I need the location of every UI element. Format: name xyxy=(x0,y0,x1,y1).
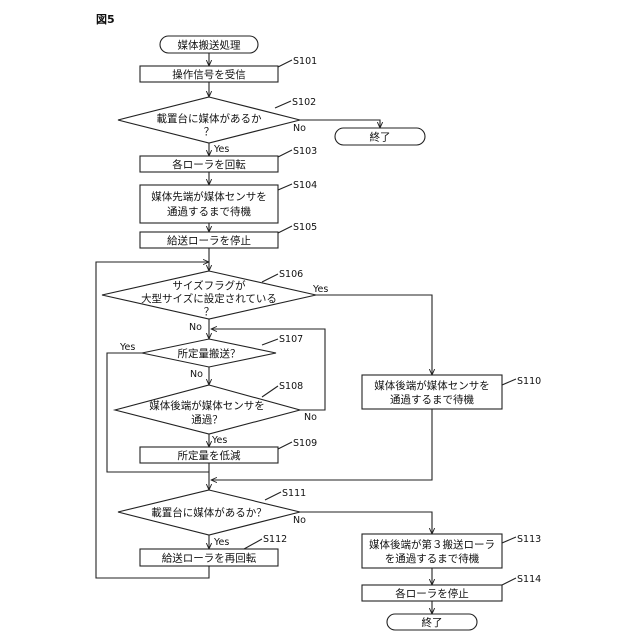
process-s101: 操作信号を受信 S101 xyxy=(140,56,317,82)
s107-no-label: No xyxy=(190,369,203,380)
start-label: 媒体搬送処理 xyxy=(178,39,241,52)
s106-line1: サイズフラグが xyxy=(172,279,246,292)
s111-step-id: S111 xyxy=(282,488,306,499)
s114-text: 各ローラを停止 xyxy=(395,587,469,600)
s108-line1: 媒体後端が媒体センサを xyxy=(149,399,265,412)
s106-line3: ？ xyxy=(204,306,215,318)
decision-s102: 載置台に媒体があるか ？ S102 No Yes xyxy=(118,97,316,155)
s105-text: 給送ローラを停止 xyxy=(167,234,251,247)
s113-step-id: S113 xyxy=(517,534,541,545)
s107-yes-label: Yes xyxy=(119,342,135,353)
flow-s102-end xyxy=(300,120,380,128)
s102-step-id: S102 xyxy=(292,97,316,108)
s106-line2: 大型サイズに設定されている xyxy=(141,292,277,305)
s101-text: 操作信号を受信 xyxy=(172,68,246,81)
process-s105: 給送ローラを停止 S105 xyxy=(140,222,317,248)
s106-step-id: S106 xyxy=(279,269,303,280)
s105-step-id: S105 xyxy=(293,222,317,233)
decision-s106: サイズフラグが 大型サイズに設定されている ？ S106 Yes No xyxy=(102,269,328,333)
s103-text: 各ローラを回転 xyxy=(172,158,246,171)
s111-yes-label: Yes xyxy=(213,537,229,548)
end-label-1: 終了 xyxy=(370,131,391,144)
end-terminal-2: 終了 xyxy=(387,614,477,630)
s108-line2: 通過？ xyxy=(191,414,223,426)
s106-yes-label: Yes xyxy=(312,284,328,295)
s102-yes-label: Yes xyxy=(213,144,229,155)
s111-no-label: No xyxy=(293,515,306,526)
decision-s107: 所定量搬送？ S107 Yes No xyxy=(119,334,303,380)
s101-step-id: S101 xyxy=(293,56,317,67)
s113-line1: 媒体後端が第３搬送ローラ xyxy=(369,538,495,551)
process-s110: 媒体後端が媒体センサを 通過するまで待機 S110 xyxy=(362,375,541,409)
s114-step-id: S114 xyxy=(517,574,541,585)
s112-text: 給送ローラを再回転 xyxy=(162,552,257,565)
s108-yes-label: Yes xyxy=(211,435,227,446)
s102-line1: 載置台に媒体があるか xyxy=(157,112,262,125)
s104-line2: 通過するまで待機 xyxy=(167,205,251,218)
s103-step-id: S103 xyxy=(293,146,317,157)
process-s104: 媒体先端が媒体センサを 通過するまで待機 S104 xyxy=(140,180,317,223)
s106-no-label: No xyxy=(189,322,202,333)
s107-step-id: S107 xyxy=(279,334,303,345)
s107-text: 所定量搬送？ xyxy=(178,347,241,360)
s111-text: 載置台に媒体があるか？ xyxy=(151,506,267,519)
s108-step-id: S108 xyxy=(279,381,303,392)
s102-line2: ？ xyxy=(204,126,215,138)
start-terminal: 媒体搬送処理 xyxy=(160,36,258,53)
decision-s108: 媒体後端が媒体センサを 通過？ S108 No Yes xyxy=(115,381,317,446)
s110-line1: 媒体後端が媒体センサを xyxy=(374,379,490,392)
s104-line1: 媒体先端が媒体センサを xyxy=(151,190,267,203)
s109-step-id: S109 xyxy=(293,438,317,449)
flow-s106-yes-s110 xyxy=(316,295,432,375)
s110-step-id: S110 xyxy=(517,376,541,387)
s102-no-label: No xyxy=(293,123,306,134)
figure-label: 図5 xyxy=(96,12,115,26)
end-terminal-1: 終了 xyxy=(335,128,425,145)
process-s113: 媒体後端が第３搬送ローラ を通過するまで待機 S113 xyxy=(362,534,541,568)
s112-step-id: S112 xyxy=(263,534,287,545)
s109-text: 所定量を低減 xyxy=(178,449,241,462)
process-s114: 各ローラを停止 S114 xyxy=(362,574,541,601)
s110-line2: 通過するまで待機 xyxy=(390,393,474,406)
process-s109: 所定量を低減 S109 xyxy=(140,438,317,463)
s108-no-label: No xyxy=(304,412,317,423)
end-label-2: 終了 xyxy=(422,616,443,629)
s113-line2: を通過するまで待機 xyxy=(385,552,480,565)
flow-s111-no-s113 xyxy=(300,512,432,534)
s104-step-id: S104 xyxy=(293,180,317,191)
